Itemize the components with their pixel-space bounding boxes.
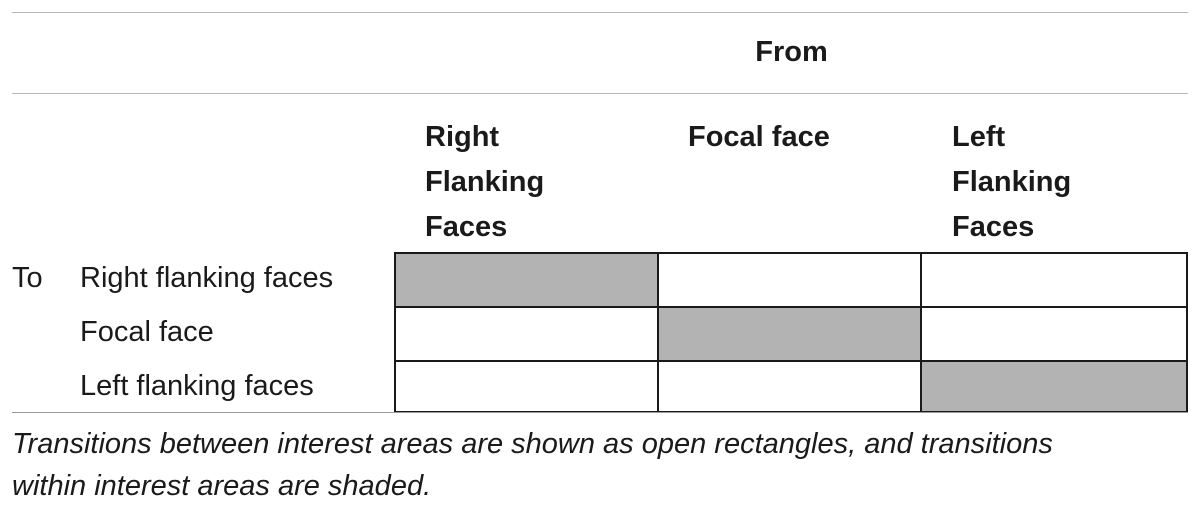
header-rule <box>12 93 1188 94</box>
column-header-line: Flanking <box>952 166 1072 198</box>
row-label-focal-face: Focal face <box>80 316 214 348</box>
column-header-line: Faces <box>425 211 508 243</box>
column-header-left-flanking: Left Flanking Faces <box>952 115 1071 250</box>
cell-r2-c3 <box>920 306 1188 362</box>
column-header-right-flanking: Right Flanking Faces <box>425 115 544 250</box>
cell-r3-c1 <box>394 360 660 413</box>
column-header-line: Left <box>952 121 1006 153</box>
row-label-left-flanking: Left flanking faces <box>80 370 314 402</box>
top-rule <box>12 12 1188 13</box>
column-header-line: Faces <box>952 211 1035 243</box>
row-label-right-flanking: Right flanking faces <box>80 262 334 294</box>
to-label: To <box>12 262 43 294</box>
cell-r1-c2 <box>657 252 923 308</box>
cell-r3-c2 <box>657 360 923 413</box>
footnote-line-2: within interest areas are shaded. <box>12 470 432 502</box>
cell-r1-c1 <box>394 252 660 308</box>
column-header-line: Focal face <box>688 121 830 153</box>
footnote-line-1: Transitions between interest areas are s… <box>12 428 1053 460</box>
cell-r3-c3 <box>920 360 1188 413</box>
column-header-line: Flanking <box>425 166 545 198</box>
cell-r2-c2 <box>657 306 923 362</box>
table-footnote: Transitions between interest areas are s… <box>12 423 1188 507</box>
column-header-focal-face: Focal face <box>688 115 830 160</box>
column-header-line: Right <box>425 121 500 153</box>
bottom-rule <box>12 412 1188 413</box>
from-header: From <box>755 36 828 68</box>
cell-r2-c1 <box>394 306 660 362</box>
cell-r1-c3 <box>920 252 1188 308</box>
